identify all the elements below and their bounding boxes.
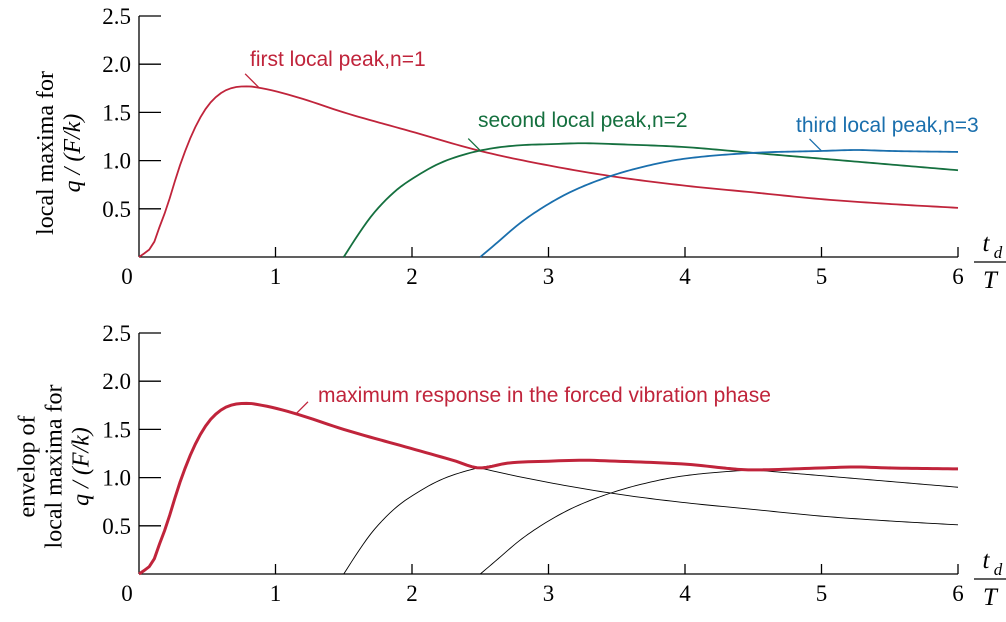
panel0-x-axis-label-denominator: T — [983, 267, 999, 294]
top-series-line-2 — [342, 142, 959, 258]
panel0-x-tick-label: 1 — [270, 264, 282, 289]
panel0-x-tick-label: 6 — [952, 264, 964, 289]
top-y-axis-label: local maxima for q / (F/k) — [33, 23, 87, 283]
panel0-y-tick-label: 2.0 — [102, 52, 131, 77]
panel1-y-tick-label: 0.5 — [102, 514, 131, 539]
bottom-y-axis-label-line0: envelop of — [14, 415, 41, 518]
panel1-y-tick-label: 1.5 — [102, 417, 131, 442]
panel1-y-tick-label: 2.5 — [102, 321, 131, 346]
panel0-x-tick-label: 4 — [679, 264, 691, 289]
panel1-x-axis-label-subscript: d — [994, 560, 1003, 579]
panel0-x-axis-label-subscript: d — [994, 243, 1003, 262]
panel1-x-tick-label: 2 — [406, 581, 418, 606]
panel1-x-tick-label: 4 — [679, 581, 691, 606]
panel0-y-tick-label: 1.5 — [102, 100, 131, 125]
top-annotation-label-2: second local peak,n=2 — [478, 109, 688, 132]
bottom-y-axis-label-line2: q / (F/k) — [68, 427, 95, 506]
top-annotation-leader-1 — [244, 73, 260, 89]
panel0-x-tick-label: 5 — [816, 264, 828, 289]
panel1-x-axis-label-denominator: T — [983, 584, 999, 611]
panel0-x-axis-label-numerator: t — [983, 230, 991, 257]
panel1-x-tick-label: 6 — [952, 581, 964, 606]
top-y-axis-label-line1: local maxima for — [33, 71, 59, 235]
top-annotation-leader-2 — [467, 138, 481, 151]
panel1-x-tick-label: 5 — [816, 581, 828, 606]
panel1-x-tick-label: 0 — [121, 581, 133, 606]
top-series-line-3 — [479, 149, 959, 258]
bottom-annotation-leader — [295, 401, 309, 415]
top-y-axis-label-line2: q / (F/k) — [60, 113, 86, 193]
bottom-y-axis-label-line1: local maxima for — [41, 384, 68, 549]
bottom-annotation-label: maximum response in the forced vibration… — [318, 384, 771, 407]
panel1-x-axis-label-numerator: t — [983, 547, 991, 574]
top-annotation-leader-3 — [809, 138, 822, 152]
bottom-thin-curve-1 — [138, 402, 959, 575]
panel1-x-tick-label: 3 — [543, 581, 555, 606]
panel1-y-tick-label: 2.0 — [102, 369, 131, 394]
bottom-y-axis-label: envelop of local maxima for q / (F/k) — [15, 337, 96, 597]
top-annotation-label-1: first local peak,n=1 — [250, 48, 426, 71]
panel1-x-tick-label: 1 — [270, 581, 282, 606]
top-series-line-1 — [138, 85, 959, 258]
top-annotation-label-3: third local peak,n=3 — [796, 114, 979, 137]
panel1-y-tick-label: 1.0 — [102, 466, 131, 491]
panel0-x-tick-label: 3 — [543, 264, 555, 289]
panel0-y-tick-label: 2.5 — [102, 4, 131, 29]
panel0-y-tick-label: 1.0 — [102, 149, 131, 174]
panel0-y-tick-label: 0.5 — [102, 197, 131, 222]
panel0-x-tick-label: 2 — [406, 264, 418, 289]
panel0-x-tick-label: 0 — [121, 264, 133, 289]
bottom-thin-curve-2 — [343, 459, 959, 575]
bottom-envelope-line — [138, 401, 959, 576]
